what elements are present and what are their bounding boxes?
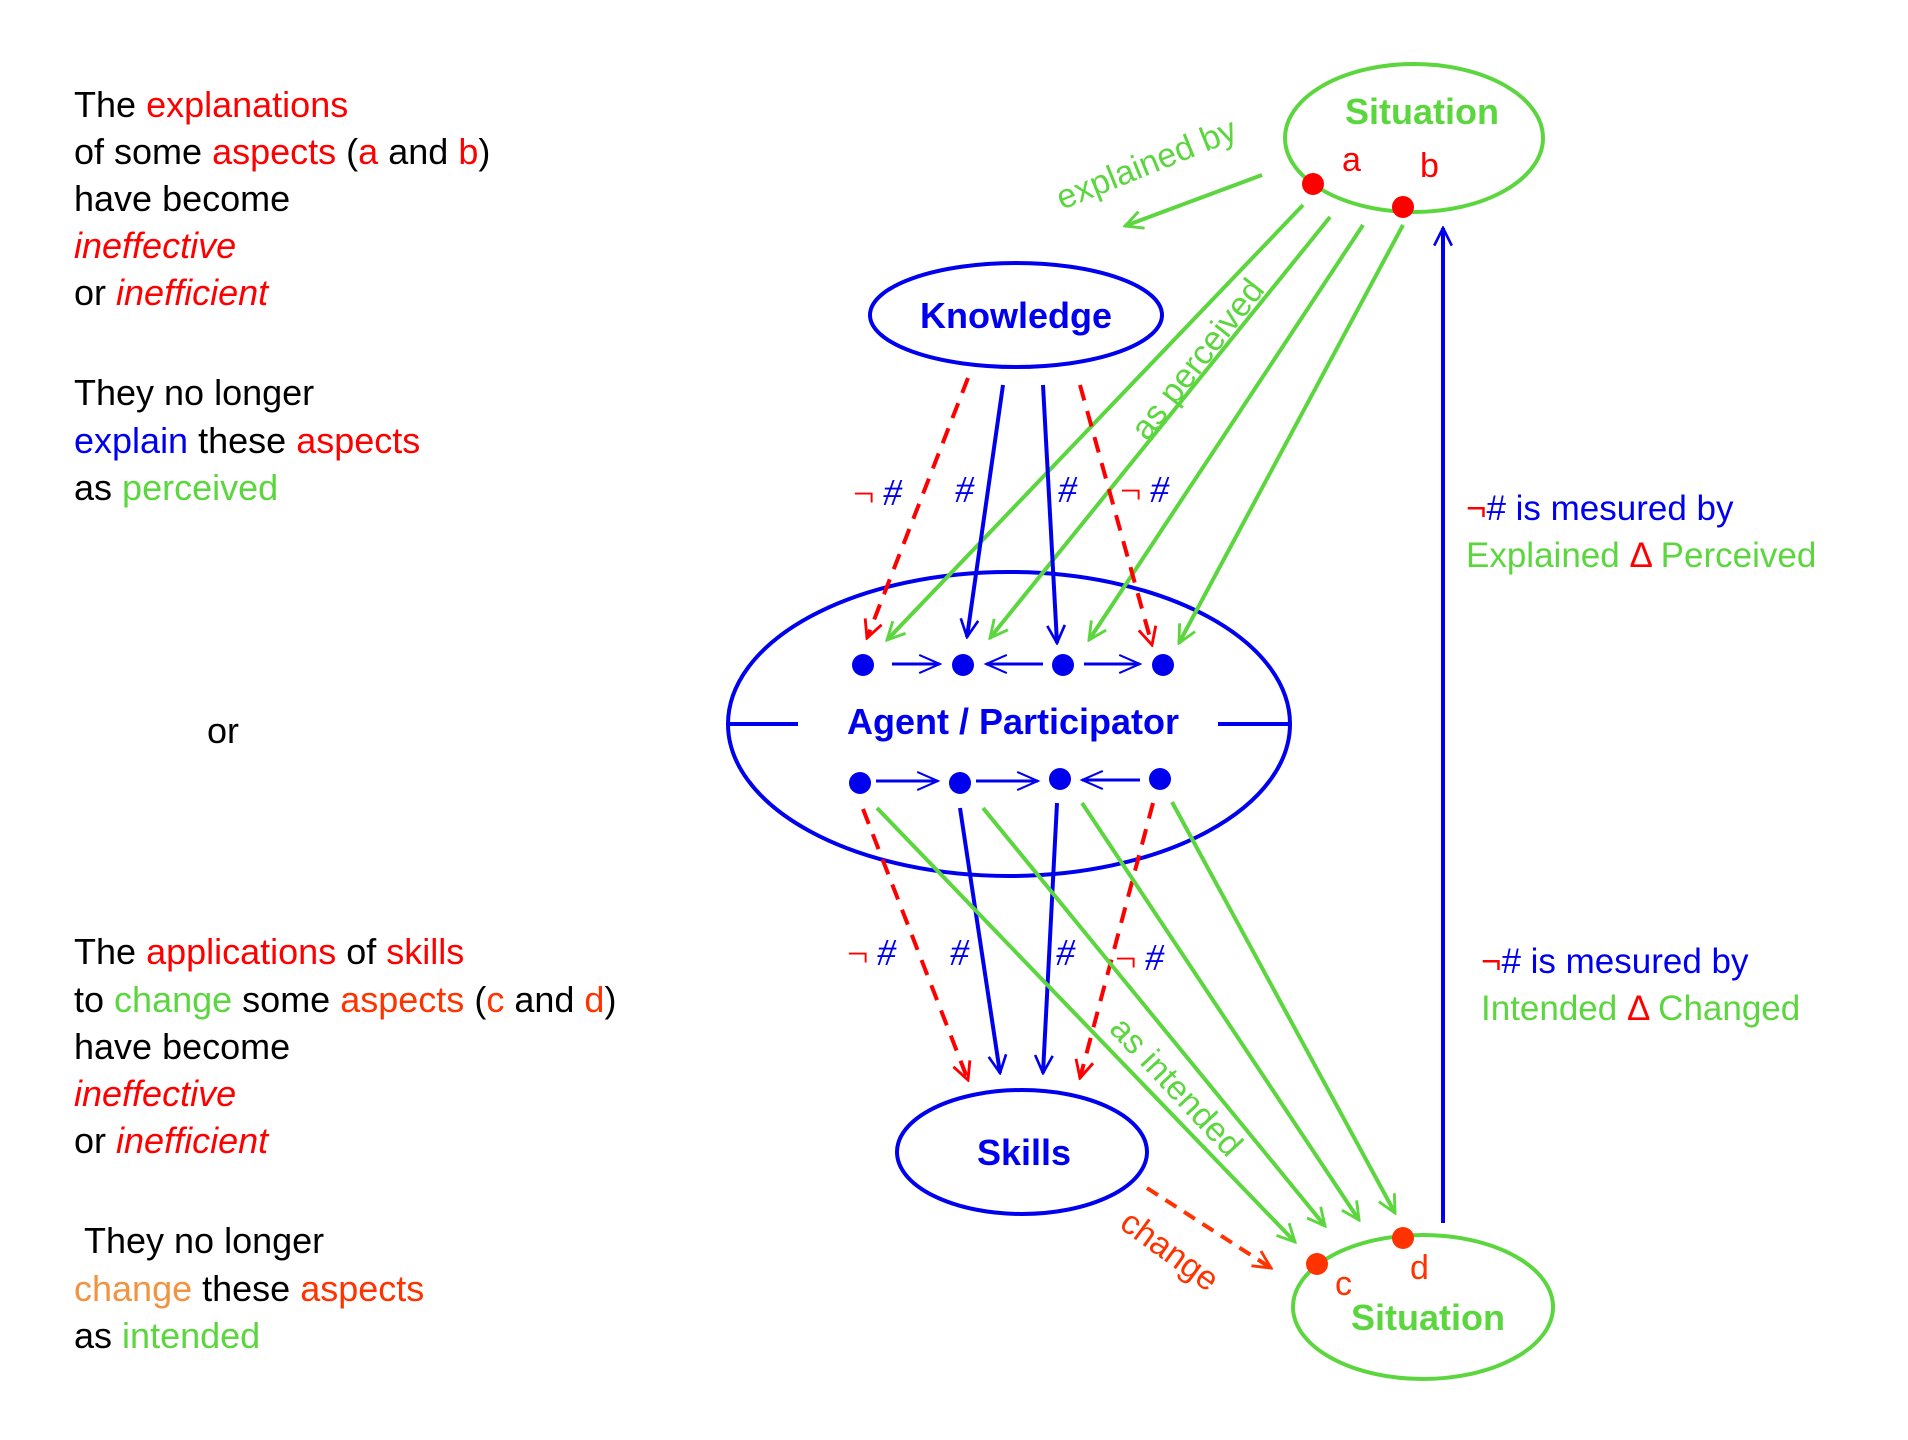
hash-symbol: # bbox=[1150, 469, 1170, 511]
ineffective-explain-arrow bbox=[867, 377, 970, 638]
perception-arrow bbox=[1089, 223, 1365, 640]
explained-by-arrow bbox=[1125, 173, 1263, 226]
intention-arrow bbox=[875, 806, 1295, 1242]
text-line: as intended bbox=[74, 1315, 260, 1356]
agent-bottom-dot[interactable] bbox=[1149, 768, 1171, 790]
hash-labels-top: ¬ # # # ¬ # bbox=[853, 469, 1170, 515]
text-line: of some aspects (a and b) bbox=[74, 131, 490, 172]
aspect-point-c[interactable] bbox=[1306, 1253, 1328, 1275]
text-line: The applications of skills bbox=[74, 931, 464, 972]
aspect-point-a[interactable] bbox=[1302, 173, 1324, 195]
skills-label: Skills bbox=[977, 1132, 1071, 1173]
situation-bottom-label: Situation bbox=[1351, 1297, 1505, 1338]
knowledge-node[interactable]: Knowledge bbox=[868, 261, 1164, 369]
text-line: explain these aspects bbox=[74, 420, 420, 461]
explained-by-label: explained by bbox=[1051, 111, 1242, 218]
agent-bottom-dot[interactable] bbox=[949, 772, 971, 794]
hash-symbol: # bbox=[1145, 937, 1165, 979]
perception-arrow bbox=[1177, 224, 1405, 643]
measure-lower: ¬# is mesured by Intended Δ Changed bbox=[1481, 942, 1800, 1028]
agent-top-dot[interactable] bbox=[952, 654, 974, 676]
text-line: They no longer bbox=[74, 372, 314, 413]
aspect-label-b: b bbox=[1420, 147, 1439, 185]
explain-arrow bbox=[1041, 384, 1057, 643]
intention-arrow bbox=[1170, 801, 1397, 1213]
neg-symbol: ¬ bbox=[853, 473, 874, 515]
intention-arrow bbox=[981, 806, 1325, 1226]
measure-upper-line2: Explained Δ Perceived bbox=[1466, 536, 1816, 575]
text-line: as perceived bbox=[74, 467, 278, 508]
perception-arrow bbox=[990, 215, 1332, 638]
measure-lower-line1: ¬# is mesured by bbox=[1481, 942, 1749, 981]
agent-bottom-dot[interactable] bbox=[1049, 768, 1071, 790]
hash-symbol: # bbox=[1058, 469, 1078, 511]
knowledge-ellipse bbox=[868, 261, 1164, 369]
hash-symbol: # bbox=[950, 932, 970, 974]
text-line: change these aspects bbox=[74, 1268, 424, 1309]
aspect-label-a: a bbox=[1342, 141, 1361, 179]
text-line: have become bbox=[74, 1026, 290, 1067]
situation-bottom-node[interactable]: Situation c d bbox=[1291, 1227, 1555, 1381]
left-text-lower: The applications of skills to change som… bbox=[74, 931, 616, 1356]
text-line: ineffective bbox=[74, 1073, 236, 1114]
measure-upper: ¬# is mesured by Explained Δ Perceived bbox=[1466, 489, 1816, 575]
as-perceived-label: as perceived bbox=[1123, 272, 1272, 447]
apply-arrow bbox=[958, 807, 1000, 1073]
neg-symbol: ¬ bbox=[847, 933, 868, 975]
measure-lower-line2: Intended Δ Changed bbox=[1481, 989, 1800, 1028]
intention-arrow bbox=[1080, 801, 1359, 1220]
aspect-label-d: d bbox=[1410, 1249, 1429, 1287]
hash-symbol: # bbox=[955, 469, 975, 511]
situation-top-ellipse bbox=[1283, 62, 1545, 214]
ineffective-explain-arrow bbox=[1078, 384, 1152, 645]
explain-arrow bbox=[967, 384, 1005, 637]
hash-labels-bottom: ¬ # # # ¬ # bbox=[847, 932, 1165, 980]
as-intended-label: as intended bbox=[1102, 1010, 1250, 1164]
ineffective-apply-arrow bbox=[861, 808, 968, 1080]
text-line: The explanations bbox=[74, 84, 348, 125]
situation-bottom-ellipse bbox=[1291, 1233, 1555, 1381]
text-line: They no longer bbox=[84, 1220, 324, 1261]
agent-node[interactable]: Agent / Participator bbox=[726, 570, 1292, 878]
knowledge-label: Knowledge bbox=[920, 295, 1112, 336]
ineffective-apply-arrow bbox=[1080, 802, 1155, 1078]
hash-symbol: # bbox=[877, 932, 897, 974]
change-arrow bbox=[1145, 1186, 1271, 1268]
text-line: or inefficient bbox=[74, 1120, 270, 1161]
situation-top-node[interactable]: Situation a b bbox=[1283, 62, 1545, 218]
hash-symbol: # bbox=[883, 472, 903, 514]
or-separator: or bbox=[207, 710, 239, 751]
aspect-point-d[interactable] bbox=[1392, 1227, 1414, 1249]
measure-upper-line1: ¬# is mesured by bbox=[1466, 489, 1734, 528]
aspect-label-c: c bbox=[1335, 1265, 1352, 1303]
neg-symbol: ¬ bbox=[1115, 938, 1136, 980]
aspect-point-b[interactable] bbox=[1392, 196, 1414, 218]
text-line: ineffective bbox=[74, 225, 236, 266]
agent-top-dot[interactable] bbox=[852, 654, 874, 676]
agent-top-dot[interactable] bbox=[1052, 654, 1074, 676]
change-label: change bbox=[1113, 1203, 1226, 1299]
neg-symbol: ¬ bbox=[1120, 470, 1141, 512]
text-line: or inefficient bbox=[74, 272, 270, 313]
agent-bottom-dot[interactable] bbox=[849, 772, 871, 794]
situation-top-label: Situation bbox=[1345, 91, 1499, 132]
skills-node[interactable]: Skills bbox=[895, 1088, 1149, 1216]
agent-label: Agent / Participator bbox=[847, 701, 1179, 742]
text-line: have become bbox=[74, 178, 290, 219]
apply-arrow bbox=[1043, 802, 1059, 1073]
text-line: to change some aspects (c and d) bbox=[74, 979, 616, 1020]
hash-symbol: # bbox=[1056, 932, 1076, 974]
agent-top-dot[interactable] bbox=[1152, 654, 1174, 676]
perception-arrow bbox=[887, 203, 1305, 640]
skills-ellipse bbox=[895, 1088, 1149, 1216]
left-text-upper: The explanations of some aspects (a and … bbox=[74, 84, 490, 508]
